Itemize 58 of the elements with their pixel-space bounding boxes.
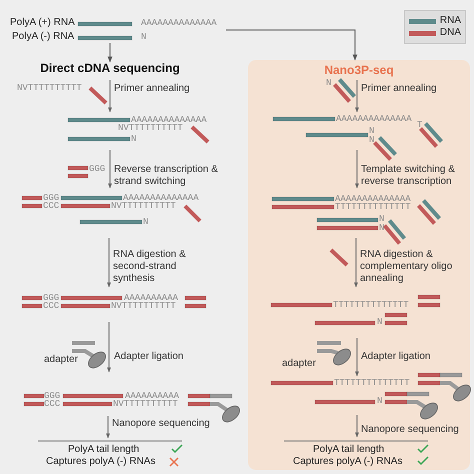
sequence-text: N	[143, 218, 148, 227]
sequence-text: AAAAAAAAAAAAAA	[131, 116, 207, 125]
step-label: Template switching & reverse transcription	[361, 164, 456, 188]
sequence-text: NVTTTTTTTTTT	[111, 202, 176, 211]
sequence-text: N	[131, 135, 136, 144]
sequence-text: T	[417, 121, 422, 130]
step-label: Primer annealing	[114, 83, 190, 95]
sequence-text: AAAAAAAAAAAAAA	[336, 115, 412, 124]
connector-arrow	[108, 42, 112, 63]
step-label: Nanopore sequencing	[112, 418, 210, 430]
molecule-label: PolyA (-) RNA	[12, 32, 74, 42]
result-text: PolyA tail length	[313, 444, 384, 456]
sequence-text: AAAAAAAAAAAAAA	[335, 195, 411, 204]
step-label: Reverse transcription & strand switching	[114, 164, 219, 188]
sequence-text: CCC	[44, 400, 60, 409]
sequence-text: CCC	[43, 302, 60, 311]
sequence-text: N	[369, 136, 374, 145]
result-text: PolyA tail length	[68, 444, 140, 456]
step-label: RNA digestion & complementary oligo annealing	[360, 249, 454, 285]
sequence-text: AAAAAAAAAA	[124, 294, 178, 303]
sequence-text: NVTTTTTTTTTT	[113, 400, 178, 409]
sequence-text: NVTTTTTTTTTT	[17, 84, 82, 93]
step-label: adapter	[44, 354, 78, 366]
sequence-text: GGG	[43, 294, 60, 303]
sequence-text: GGG	[44, 392, 60, 401]
sequence-text: N	[326, 79, 332, 88]
panel-title: Nano3P-seq	[323, 64, 395, 76]
step-label: Adapter ligation	[114, 351, 184, 363]
sequence-text: AAAAAAAAAAAAAA	[123, 194, 199, 203]
sequence-text: TTTTTTTTTTTTTT	[333, 301, 409, 310]
molecule-label: PolyA (+) RNA	[10, 18, 75, 28]
sequence-text: NVTTTTTTTTTT	[111, 302, 176, 311]
legend-label: DNA	[440, 28, 461, 38]
sequence-text: AAAAAAAAAAAAAA	[141, 19, 217, 28]
section-title: Direct cDNA sequencing	[39, 62, 181, 74]
step-label: Nanopore sequencing	[361, 424, 459, 436]
result-text: Captures polyA (-) RNAs	[46, 456, 156, 468]
sequence-text: N	[379, 215, 384, 224]
step-label: adapter	[282, 358, 316, 370]
sequence-text: N	[377, 397, 382, 406]
sequence-text: GGG	[89, 165, 106, 174]
sequence-text: N	[369, 127, 374, 136]
sequence-text: N	[377, 318, 382, 327]
sequence-text: NVTTTTTTTTTT	[118, 124, 183, 133]
sequence-text: N	[141, 33, 146, 42]
sequence-text: TTTTTTTTTTTTTT	[335, 203, 411, 212]
result-text: Captures polyA (-) RNAs	[293, 456, 402, 468]
step-label: Adapter ligation	[361, 351, 430, 363]
step-label: RNA digestion & second-strand synthesis	[113, 249, 187, 285]
legend-label: RNA	[440, 16, 461, 26]
sequence-text: GGG	[43, 194, 60, 203]
connector-arrow	[226, 30, 358, 61]
sequence-text: AAAAAAAAAA	[125, 392, 180, 401]
method-panel	[248, 60, 470, 470]
sequence-text: TTTTTTTTTTTTTT	[334, 379, 410, 388]
step-label: Primer annealing	[361, 83, 437, 95]
sequence-text: N	[379, 224, 384, 233]
sequence-text: CCC	[43, 202, 60, 211]
